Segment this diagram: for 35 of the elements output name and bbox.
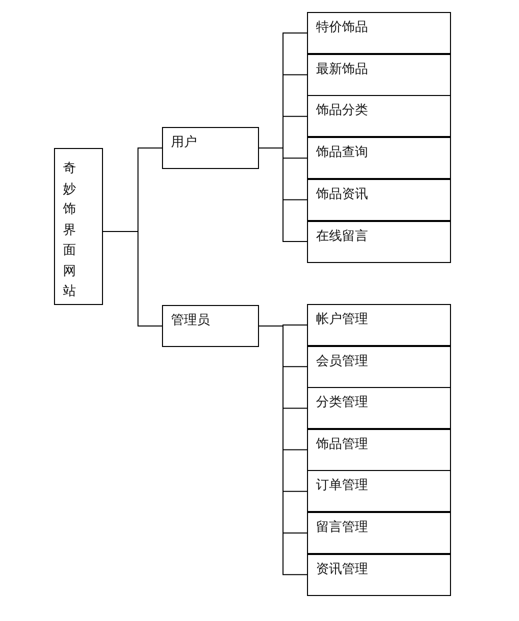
box-label: 帐户管理 xyxy=(316,312,369,328)
menu-box xyxy=(307,220,451,262)
box-label: 特价饰品 xyxy=(316,20,369,36)
menu-box xyxy=(307,346,451,388)
menu-box xyxy=(307,304,451,346)
menu-box xyxy=(162,305,259,347)
box-label: 会员管理 xyxy=(316,354,369,370)
menu-box xyxy=(307,54,451,96)
box-label: 订单管理 xyxy=(316,478,369,494)
menu-box xyxy=(307,512,451,554)
menu-box xyxy=(307,95,451,138)
connector-line xyxy=(102,231,162,326)
box-label: 最新饰品 xyxy=(316,62,369,78)
box-label: 饰品管理 xyxy=(316,436,369,453)
menu-box xyxy=(307,178,451,221)
connector-line xyxy=(258,148,308,242)
box-label: 饰品分类 xyxy=(316,103,369,120)
connector-line xyxy=(258,326,308,576)
box-label: 饰品查询 xyxy=(316,145,369,162)
box-label: 资讯管理 xyxy=(316,562,369,578)
box-label: 饰品资讯 xyxy=(316,186,369,203)
menu-box xyxy=(307,554,451,596)
root-box xyxy=(54,148,103,305)
menu-box xyxy=(162,127,259,169)
box-label: 管理员 xyxy=(171,313,211,329)
menu-box xyxy=(307,470,451,512)
menu-box xyxy=(307,387,451,430)
box-label: 奇妙饰界面网站 xyxy=(63,160,76,301)
box-label: 分类管理 xyxy=(316,395,369,412)
box-label: 在线留言 xyxy=(316,228,369,244)
menu-box xyxy=(307,12,451,54)
menu-box xyxy=(307,428,451,471)
menu-box xyxy=(307,137,451,180)
box-label: 留言管理 xyxy=(316,520,369,536)
box-label: 用户 xyxy=(171,135,198,151)
